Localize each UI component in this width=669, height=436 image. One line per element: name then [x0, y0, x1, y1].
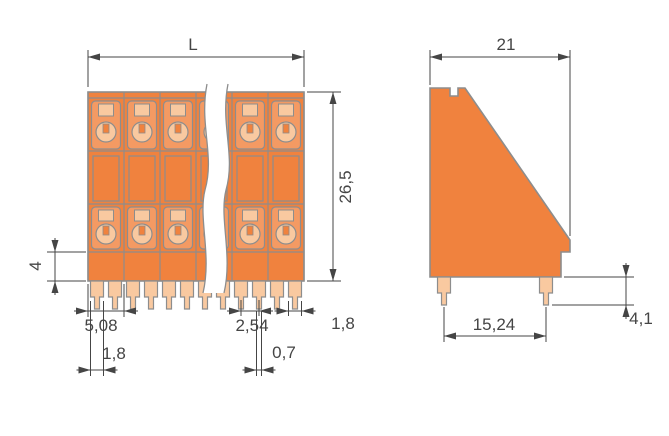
side-body	[429, 87, 571, 278]
dim-pin-length: 4,1	[552, 263, 653, 328]
dim-pin-spacing-label: 2,54	[235, 316, 268, 335]
dim-bottom-section: 4	[26, 238, 86, 295]
dim-depth-label: 21	[497, 35, 516, 54]
dim-pole-pitch-label: 5,08	[84, 316, 117, 335]
dim-pin-width-left-label: 1,8	[102, 344, 126, 363]
dim-pole-pitch: 5,08	[74, 284, 138, 335]
dim-length: L	[87, 35, 305, 87]
break-mark	[202, 83, 231, 294]
dim-pin-spacing: 2,54	[227, 300, 273, 335]
dim-bottom-section-label: 4	[26, 261, 45, 270]
dim-total-height-label: 26,5	[336, 170, 355, 203]
dim-pin-length-label: 4,1	[629, 309, 653, 328]
dim-pin-width-right-label: 1,8	[331, 314, 355, 333]
front-view	[87, 83, 305, 310]
dim-pin-thickness: 0,7	[242, 311, 296, 376]
dim-pin-row-spacing-label: 15,24	[473, 315, 516, 334]
dim-depth: 21	[429, 35, 571, 236]
dimensions: L 26,5 4 5,08	[26, 35, 653, 376]
dim-total-height: 26,5	[307, 91, 355, 282]
side-view	[429, 87, 571, 306]
dim-pin-width-left: 1,8	[76, 301, 126, 376]
dim-pin-row-spacing: 15,24	[443, 307, 547, 342]
dim-pin-width-right: 1,8	[274, 301, 355, 333]
dim-pin-thickness-label: 0,7	[272, 343, 296, 362]
dim-length-label: L	[188, 35, 197, 54]
